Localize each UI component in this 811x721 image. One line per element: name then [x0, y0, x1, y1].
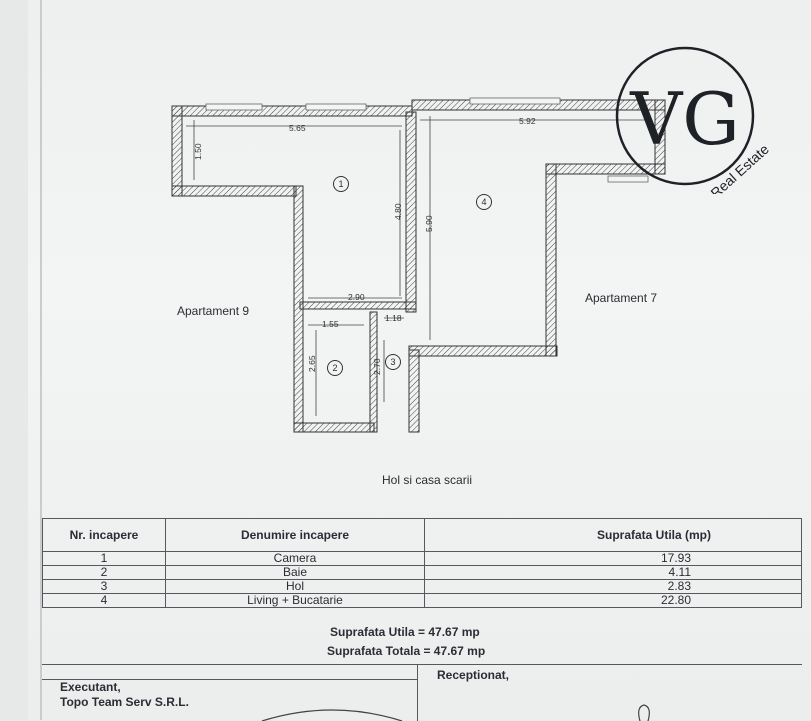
room-number-1: 1	[333, 176, 349, 192]
table-row: 3 Hol 2.83	[42, 579, 802, 594]
wall-room1-bottom	[299, 301, 417, 310]
wall-middle	[405, 111, 417, 313]
room-number-3: 3	[385, 354, 401, 370]
cell-name: Camera	[165, 551, 425, 566]
label-hol-casa-scarii: Hol si casa scarii	[382, 473, 473, 487]
floor-plan	[171, 97, 666, 433]
wall-living-right	[545, 163, 557, 357]
cell-area: 17.93	[424, 551, 802, 566]
cell-name: Living + Bucatarie	[165, 593, 425, 608]
cell-name: Hol	[165, 579, 425, 594]
signature-area: Executant, Topo Team Serv S.R.L. Recepti…	[42, 664, 802, 721]
cell-area: 2.83	[424, 579, 802, 594]
wall-hall-right	[408, 349, 420, 433]
dimension-label: 5.92	[519, 116, 536, 126]
dimension-label: 2.65	[307, 355, 317, 372]
page-edge	[40, 0, 42, 720]
header-area: Suprafata Utila (mp)	[424, 518, 802, 552]
label-apartament-9: Apartament 9	[177, 304, 250, 318]
receptionat-label: Receptionat,	[437, 668, 510, 682]
label-apartament-7: Apartament 7	[585, 291, 658, 305]
dimension-label: 5.65	[289, 123, 306, 133]
stamp-fragment	[261, 709, 403, 721]
wall-bath-bottom	[293, 422, 375, 433]
vg-real-estate-logo: VG Real Estate	[615, 44, 775, 201]
dimension-label: 1.55	[322, 319, 339, 329]
dimension-label: 2.90	[348, 292, 365, 302]
table-row: 2 Baie 4.11	[42, 565, 802, 580]
wall-step-left	[171, 185, 297, 197]
total-utila: Suprafata Utila = 47.67 mp	[330, 625, 480, 639]
table-row: 4 Living + Bucatarie 22.80	[42, 593, 802, 608]
rooms-table: Nr. incapere Denumire incapere Suprafata…	[42, 518, 802, 608]
cell-area: 4.11	[424, 565, 802, 580]
cell-nr: 3	[42, 579, 166, 594]
dimension-label: 2.70	[372, 358, 382, 375]
dimension-label: 1.50	[193, 143, 203, 160]
cell-area: 22.80	[424, 593, 802, 608]
cell-nr: 2	[42, 565, 166, 580]
room-number-4: 4	[476, 194, 492, 210]
room-number-2: 2	[327, 360, 343, 376]
table-header-row: Nr. incapere Denumire incapere Suprafata…	[42, 518, 802, 552]
cell-nr: 1	[42, 551, 166, 566]
header-nr: Nr. incapere	[42, 518, 166, 552]
wall-living-bottom	[408, 345, 558, 357]
cell-name: Baie	[165, 565, 425, 580]
logo-letters: VG	[629, 77, 740, 161]
wall-bath-right	[369, 311, 378, 433]
company-name: Topo Team Serv S.R.L.	[60, 695, 189, 709]
dimension-label: 5.90	[424, 215, 434, 232]
dimension-label: 1.18	[385, 313, 402, 323]
wall-right-top	[654, 99, 666, 175]
table-row: 1 Camera 17.93	[42, 551, 802, 566]
header-name: Denumire incapere	[165, 518, 425, 552]
executant-label: Executant,	[60, 680, 121, 694]
total-totala: Suprafata Totala = 47.67 mp	[327, 644, 486, 658]
wall-left-upper	[171, 105, 183, 197]
dimension-label: 4.80	[393, 203, 403, 220]
signature-mark	[638, 704, 650, 721]
cell-nr: 4	[42, 593, 166, 608]
